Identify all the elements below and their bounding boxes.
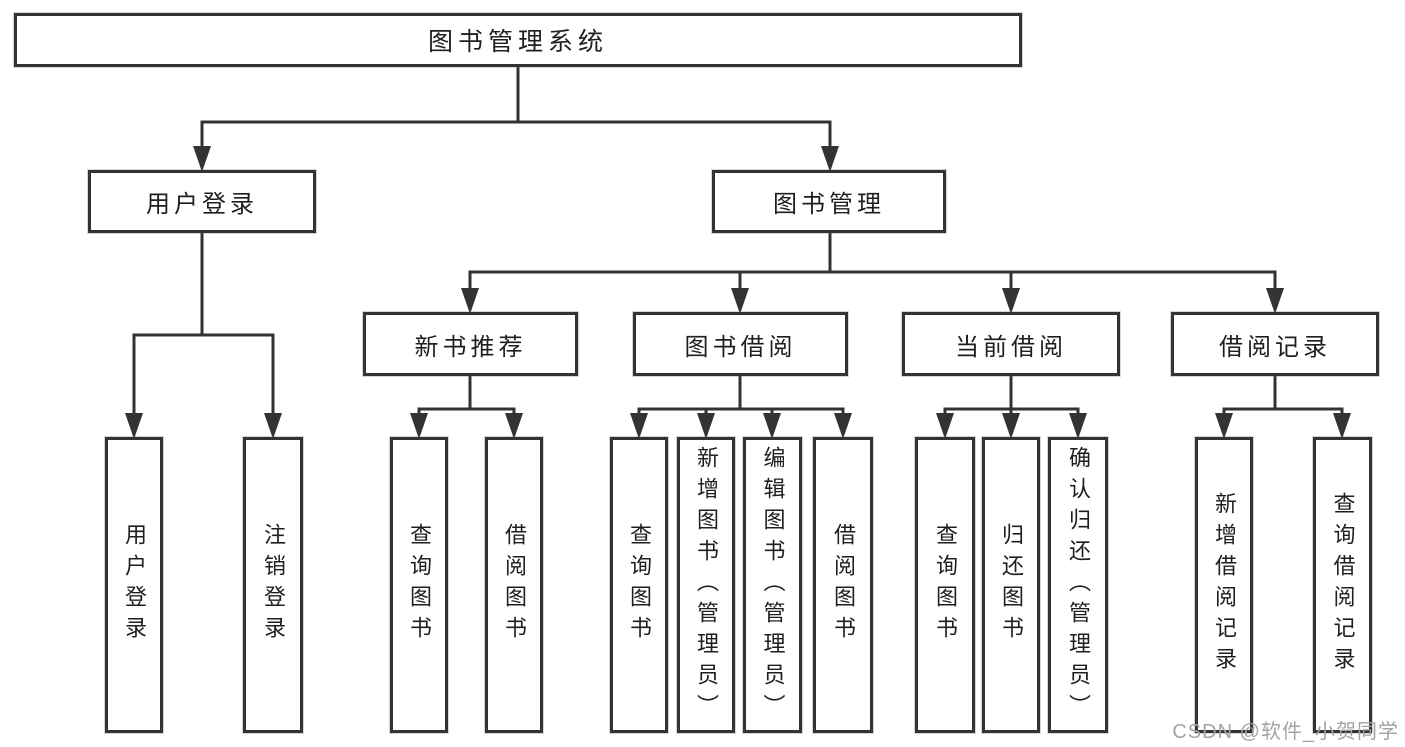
node-label: 归还图书 xyxy=(999,523,1024,647)
node-label: 用户登录 xyxy=(146,191,258,218)
leaf-user-login: 用户登录 xyxy=(105,437,163,733)
node-label: 编辑图书（管理员） xyxy=(760,445,786,725)
node-current-borrowing: 当前借阅 xyxy=(902,312,1120,376)
leaf-confirm-return-admin: 确认归还（管理员） xyxy=(1048,437,1108,733)
node-label: 查询图书 xyxy=(407,523,432,647)
node-label: 借阅图书 xyxy=(502,523,527,647)
node-label: 新增借阅记录 xyxy=(1212,492,1237,678)
node-new-book-recommend: 新书推荐 xyxy=(363,312,578,376)
node-label: 当前借阅 xyxy=(955,333,1067,361)
node-label: 图书借阅 xyxy=(684,333,797,361)
leaf-query-borrow-record: 查询借阅记录 xyxy=(1313,437,1372,733)
csdn-watermark: CSDN @软件_小贺同学 xyxy=(1172,721,1399,743)
node-borrowing-records: 借阅记录 xyxy=(1171,312,1379,376)
node-label: 查询图书 xyxy=(933,523,958,647)
leaf-edit-book-admin: 编辑图书（管理员） xyxy=(743,437,802,733)
node-library-management-system: 图书管理系统 xyxy=(14,13,1022,67)
leaf-borrow-book-borrowing: 借阅图书 xyxy=(813,437,873,733)
leaf-borrow-book-recommend: 借阅图书 xyxy=(485,437,543,733)
node-label: 图书管理 xyxy=(773,191,885,218)
leaf-query-book-borrowing: 查询图书 xyxy=(610,437,668,733)
node-book-management: 图书管理 xyxy=(712,170,946,233)
node-label: 用户登录 xyxy=(122,523,147,647)
node-label: 借阅图书 xyxy=(831,523,856,647)
leaf-query-book-recommend: 查询图书 xyxy=(390,437,448,733)
node-label: 新增图书（管理员） xyxy=(694,445,719,725)
node-user-login: 用户登录 xyxy=(88,170,316,233)
node-label: 查询借阅记录 xyxy=(1330,492,1356,678)
node-label: 注销登录 xyxy=(261,523,286,647)
node-label: 图书管理系统 xyxy=(427,28,608,56)
node-label: 借阅记录 xyxy=(1219,333,1331,361)
leaf-add-borrow-record: 新增借阅记录 xyxy=(1195,437,1253,733)
arrowheads xyxy=(125,146,1351,439)
leaf-logout: 注销登录 xyxy=(243,437,303,733)
node-book-borrowing: 图书借阅 xyxy=(633,312,848,376)
node-label: 新书推荐 xyxy=(414,333,527,361)
leaf-query-book-current: 查询图书 xyxy=(915,437,975,733)
node-label: 查询图书 xyxy=(627,523,652,647)
leaf-return-book: 归还图书 xyxy=(982,437,1040,733)
leaf-add-book-admin: 新增图书（管理员） xyxy=(677,437,735,733)
node-label: 确认归还（管理员） xyxy=(1066,445,1091,725)
